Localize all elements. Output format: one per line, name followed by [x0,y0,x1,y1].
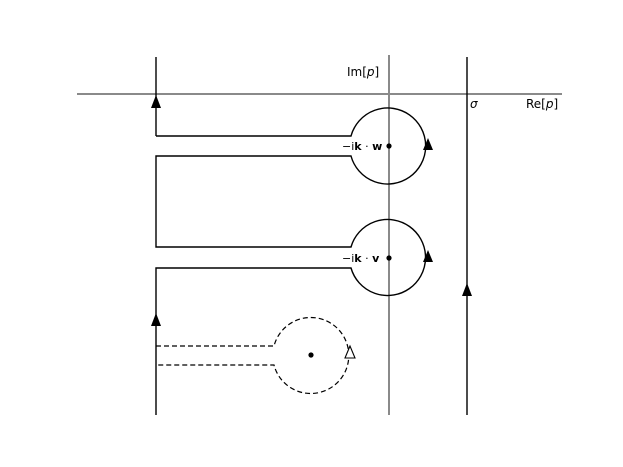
middle-circle-arrow [423,250,433,262]
left-lower-arrow [151,313,161,326]
lower-circle-arrow-hollow [344,344,356,359]
lower-keyhole [156,316,350,395]
upper-pole-label: −ik · w [342,140,382,153]
imaginary-axis-label: Im[p] [347,65,379,79]
middle-pole-point [386,255,392,261]
bromwich-arrow [462,283,472,296]
upper-keyhole [155,107,427,415]
lower-pole-point [308,352,314,358]
sigma-label: σ [470,97,478,111]
upper-circle-arrow [423,138,433,150]
upper-pole-point [386,143,392,149]
real-axis-label: Re[p] [526,97,558,111]
left-upper-arrow [151,95,161,108]
middle-pole-label: −ik · v [342,252,380,265]
